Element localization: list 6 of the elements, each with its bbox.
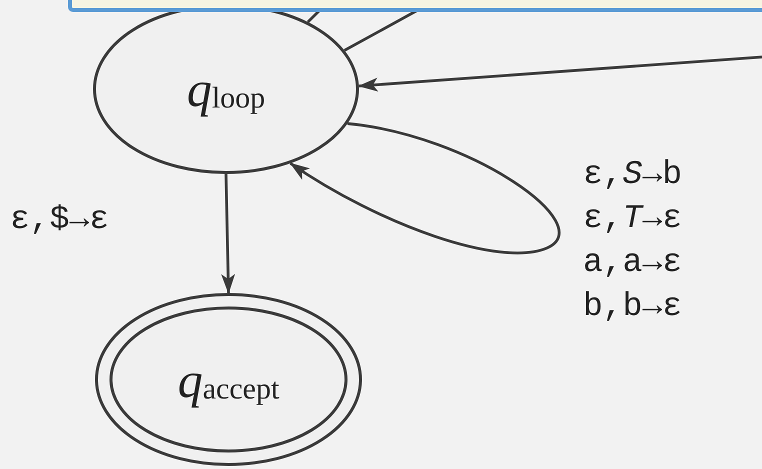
transition-label: ε,S→b ε,T→ε a,a→ε b,b→ε: [583, 155, 684, 327]
transition-label: ε,$→ε: [10, 200, 110, 240]
transition-line: [306, 9, 321, 24]
self-loop-arrow: [290, 122, 560, 254]
transition-arrow: [358, 56, 762, 92]
transition-arrow: [221, 174, 236, 294]
